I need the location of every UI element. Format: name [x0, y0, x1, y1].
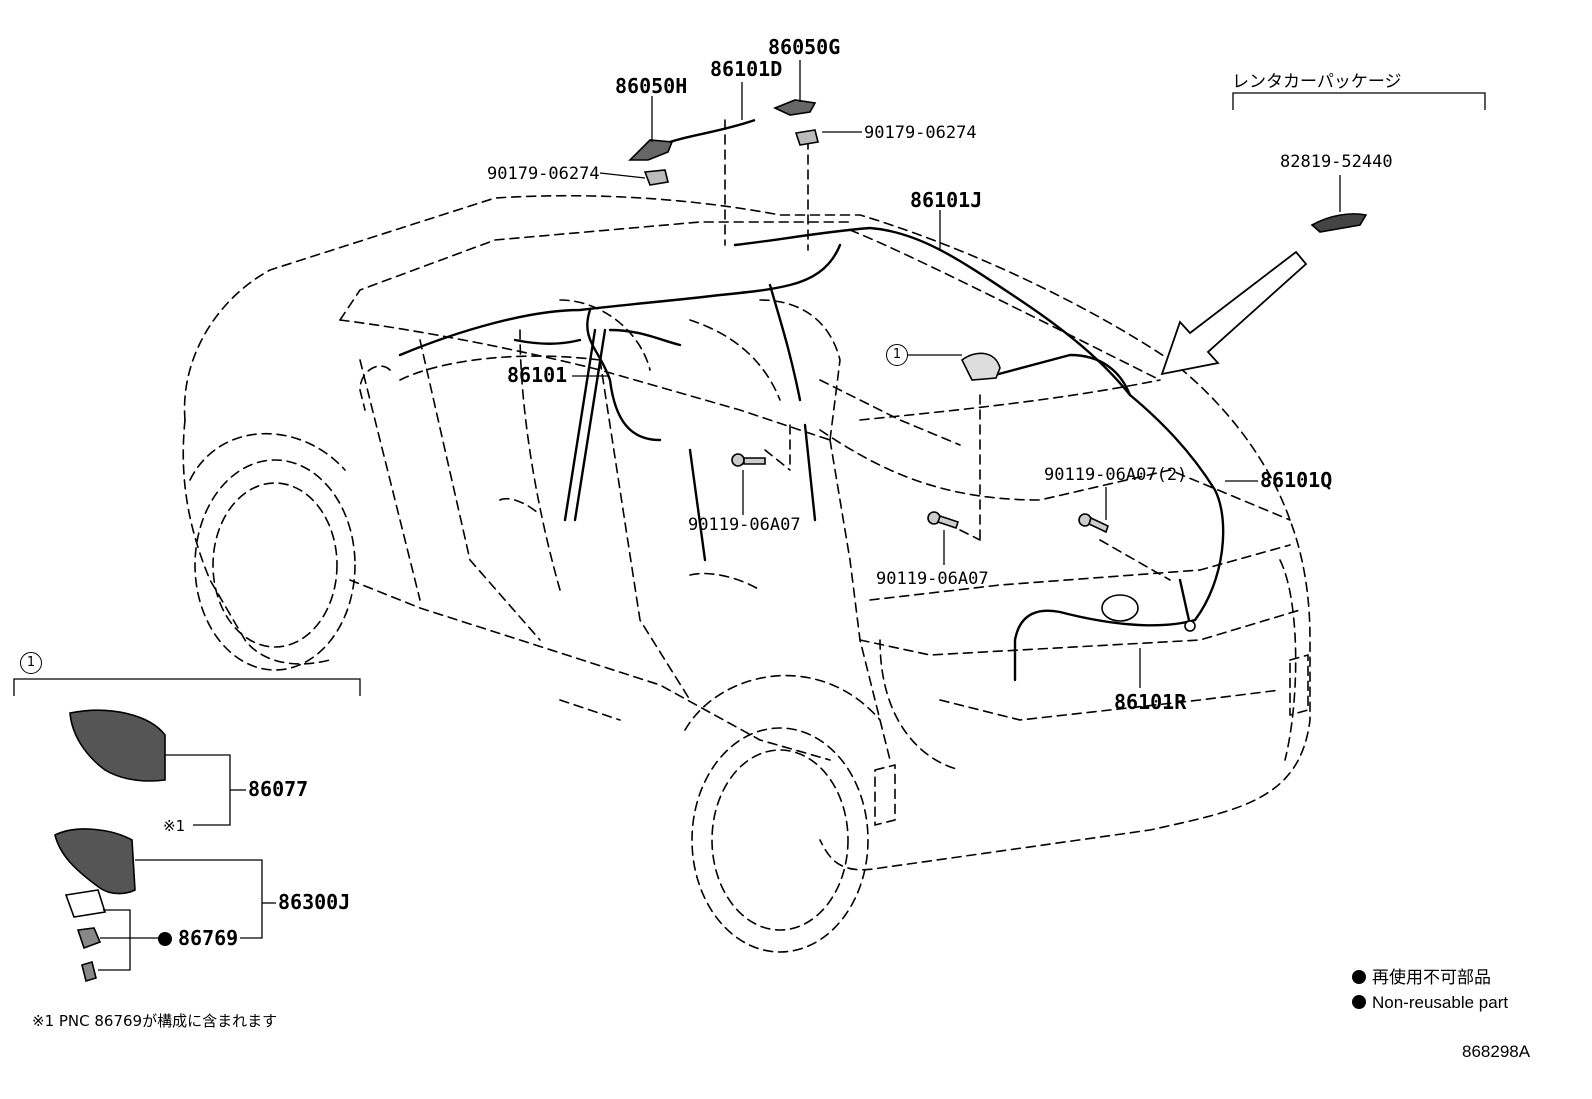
inset-parts — [54, 709, 166, 983]
footnote: ※1 PNC 86769が構成に含まれます — [32, 1012, 278, 1030]
legend-jp-text: 再使用不可部品 — [1372, 968, 1491, 987]
part-86769-label: 86769 — [158, 926, 239, 950]
part-90179-left-label: 90179-06274 — [487, 164, 600, 184]
illustration-id: 868298A — [1462, 1042, 1531, 1061]
part-86300j-label: 86300J — [278, 890, 351, 914]
part-90119-right-label: 90119-06A07 — [876, 569, 989, 589]
dashed-leaders — [724, 119, 1171, 581]
part-90119-center-label: 90119-06A07 — [688, 515, 801, 535]
clip-left-part — [643, 169, 669, 186]
non-reusable-dot-icon — [158, 932, 172, 946]
gasket-part — [64, 889, 107, 918]
legend-dot-icon-2 — [1352, 995, 1366, 1009]
vehicle-outline — [182, 194, 1311, 953]
part-86101d-label: 86101D — [710, 57, 783, 81]
bolt-center — [731, 453, 766, 467]
leader-lines — [13, 60, 1486, 971]
86101d-part — [669, 118, 756, 144]
inset-1-marker: 1 — [20, 652, 42, 674]
clip-right-part — [794, 129, 819, 146]
legend-dot-icon — [1352, 970, 1366, 984]
legend-jp: 再使用不可部品 — [1352, 969, 1491, 987]
part-82819-label: 82819-52440 — [1280, 152, 1393, 172]
wire-harness — [398, 226, 1225, 682]
small-parts — [628, 99, 1368, 632]
82819-part — [1310, 213, 1368, 233]
part-86101-label: 86101 — [507, 363, 568, 387]
rental-package-label: レンタカーパッケージ — [1232, 72, 1402, 92]
86050h-part — [628, 139, 674, 161]
part-86101j-label: 86101J — [910, 188, 983, 212]
part-86101q-label: 86101Q — [1260, 468, 1333, 492]
legend-en: Non-reusable part — [1352, 994, 1508, 1012]
rental-arrow — [1160, 250, 1308, 376]
bolt-2 — [1078, 513, 1109, 534]
part-90119-2-label: 90119-06A07(2) — [1044, 465, 1188, 485]
roof-antenna — [960, 352, 1001, 381]
part-86050h-label: 86050H — [615, 74, 688, 98]
part-86101r-label: 86101R — [1114, 690, 1187, 714]
part-90179-right-label: 90179-06274 — [864, 123, 977, 143]
connector-r — [1184, 620, 1196, 632]
86050g-part — [772, 99, 817, 116]
bolt-small-part — [81, 960, 97, 983]
callout-1-marker: 1 — [886, 344, 908, 366]
part-86077-label: 86077 — [248, 777, 309, 801]
part-86050g-label: 86050G — [768, 35, 841, 59]
rear-emblem — [1101, 594, 1139, 622]
antenna-cover-86077 — [69, 709, 166, 782]
note-ref-marker: ※1 — [163, 817, 186, 835]
antenna-base-86300j — [54, 828, 136, 895]
legend-en-text: Non-reusable part — [1372, 993, 1509, 1012]
bolt-right — [927, 511, 960, 530]
nut-86769-part — [76, 927, 102, 950]
part-86769-number: 86769 — [178, 926, 239, 950]
